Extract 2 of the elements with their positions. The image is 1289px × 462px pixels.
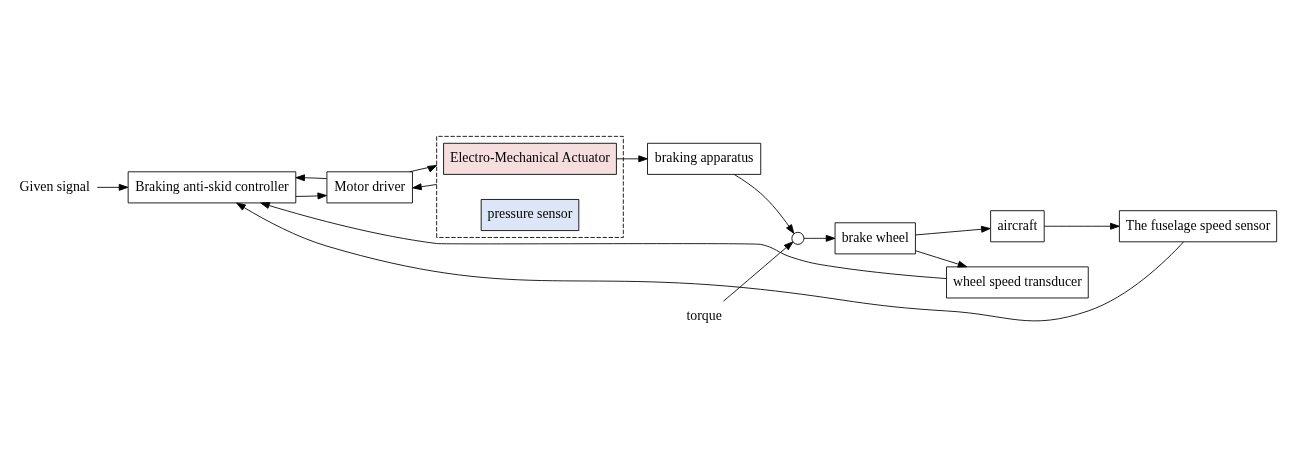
node-text: Given signal xyxy=(19,178,90,194)
node-text: torque xyxy=(686,308,722,324)
